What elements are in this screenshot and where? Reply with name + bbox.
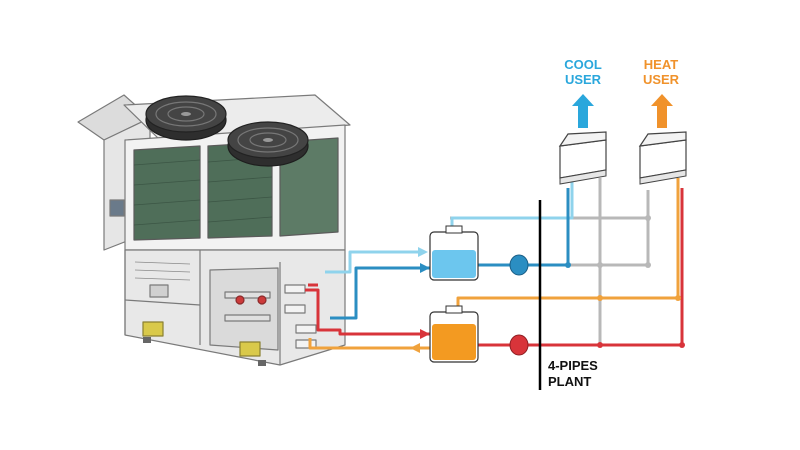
- cool-user-label-line2: USER: [564, 72, 602, 87]
- cool-user-label-line1: COOL: [564, 57, 602, 72]
- plant-label-line1: 4-PIPES: [548, 358, 598, 373]
- cool-fan-coil-icon: [558, 131, 607, 185]
- pipe-network: [305, 178, 685, 353]
- heat-air-arrow-icon: [651, 94, 673, 128]
- hot-pump-icon: [509, 334, 529, 356]
- plant-label: 4-PIPES PLANT: [548, 358, 598, 390]
- hot-water-tank-icon: [429, 305, 479, 363]
- neutral-pipes: [450, 178, 650, 345]
- heat-user-label-line1: HEAT: [643, 57, 679, 72]
- cold-water-tank-icon: [429, 225, 479, 281]
- heat-fan-coil-icon: [638, 131, 687, 185]
- cold-pump-icon: [509, 254, 529, 276]
- cool-user-label: COOL USER: [560, 57, 606, 87]
- hot-return-pipe: [308, 178, 680, 350]
- heat-user-label-line2: USER: [642, 72, 680, 87]
- cold-return-pipe: [325, 178, 574, 274]
- cool-air-arrow-icon: [572, 94, 594, 128]
- heat-user-label: HEAT USER: [638, 57, 684, 87]
- plant-label-line2: PLANT: [548, 374, 592, 389]
- heat-pump-unit-icon: [77, 94, 351, 366]
